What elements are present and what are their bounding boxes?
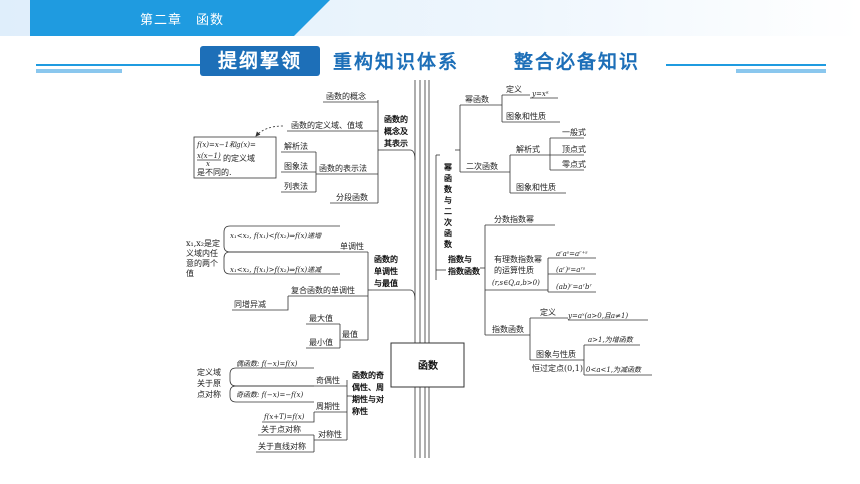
g3-period: 周期性: [316, 401, 340, 411]
decor-rule-right: [666, 64, 826, 66]
quad-form-vertex: 顶点式: [562, 144, 586, 154]
pq-label-8: 数: [444, 239, 453, 249]
g2-note-1: x₁,x₂是定: [186, 238, 220, 248]
g3-symmetry: 对称性: [318, 429, 342, 439]
g3-odd: 奇函数: f(−x)=−f(x): [236, 391, 303, 399]
chapter-tab: [30, 0, 330, 36]
quad-analytic: 解析式: [516, 144, 540, 154]
g2-max: 最大值: [309, 313, 333, 323]
section-title-2: 整合必备知识: [514, 51, 641, 73]
g2-min: 最小值: [309, 337, 333, 347]
quad-graph: 图象和性质: [516, 182, 556, 192]
left-group-monotonic: 函数的 单调性 与最值 单调性 x₁<x₂, f(x₁)<f(x₂)⇒f(x)递…: [186, 225, 416, 349]
expo-func: 指数函数: [492, 324, 524, 334]
g2-rule: 同增异减: [234, 299, 266, 309]
g2-note-3: 意的两个: [186, 258, 218, 268]
g1-note-4: 的定义域: [223, 153, 255, 163]
g2-note-2: 义域内任: [186, 248, 218, 258]
expo-rule-3: (ab)ʳ=aʳbʳ: [556, 283, 592, 291]
power-label: 幂函数: [465, 94, 489, 104]
decor-rule-left: [36, 64, 200, 66]
expo-rat-1: 有理数指数幂: [494, 254, 542, 264]
left-group-parity: 函数的奇 偶性、周 期性与对 称性 奇偶性 偶函数: f(−x)=f(x) 奇函…: [197, 360, 384, 453]
g2-dec: x₁<x₂, f(x₁)>f(x₂)⇒f(x)递减: [230, 266, 322, 274]
expo-rule-2: (aʳ)ˢ=aʳˢ: [556, 266, 586, 274]
section-badge: 提纲挈领: [200, 46, 320, 76]
g1-label-2: 概念及: [384, 126, 409, 136]
expo-label-1: 指数与: [448, 254, 472, 264]
power-graph: 图象和性质: [506, 111, 546, 121]
g1-note-box: [193, 136, 277, 179]
expo-def-formula: y=aˣ(a>0,且a≠1): [567, 312, 628, 320]
quad-form-general: 一般式: [562, 127, 586, 137]
expo-rule-1: aʳaˢ=aʳ⁺ˢ: [556, 250, 588, 258]
right-group-exponential: 指数与 指数函数 分数指数幂 有理数指数幂 的运算性质 (r,s∈Q,a,b>0…: [435, 214, 652, 376]
g2-extreme: 最值: [342, 329, 358, 339]
center-node: [390, 342, 465, 388]
g3-note-2: 关于原: [197, 378, 221, 388]
g1-method-graph: 图象法: [284, 161, 308, 171]
g2-label-1: 函数的: [374, 254, 398, 264]
expo-fixed: 恒过定点(0,1): [532, 363, 583, 373]
g3-parity: 奇偶性: [316, 375, 340, 385]
g1-label-1: 函数的: [384, 114, 408, 124]
section-title-1: 重构知识体系: [333, 51, 460, 73]
g1-item-piecewise: 分段函数: [336, 192, 368, 202]
g2-note-4: 值: [186, 268, 194, 278]
g1-item-concept: 函数的概念: [326, 91, 366, 101]
left-group-concept: 函数的 概念及 其表示 函数的概念 函数的定义域、值域 函数的表示法 分段函数 …: [193, 91, 416, 204]
g2-mono: 单调性: [340, 241, 364, 251]
g2-label-2: 单调性: [374, 266, 398, 276]
quad-form-zero: 零点式: [562, 159, 586, 169]
right-group-power-quadratic: 幂 函 数 与 二 次 函 数 幂函数 定义 y=xᵅ 图象和性质 二次函数 解…: [435, 84, 586, 255]
g1-item-domain: 函数的定义域、值域: [291, 120, 363, 130]
g2-label-3: 与最值: [374, 278, 398, 288]
g1-label-3: 其表示: [384, 138, 408, 148]
expo-rat-3: (r,s∈Q,a,b>0): [492, 279, 540, 287]
chapter-title: 第二章 函数: [140, 13, 225, 28]
g2-inc: x₁<x₂, f(x₁)<f(x₂)⇒f(x)递增: [230, 232, 322, 240]
g1-note-1: f(x)=x−1和g(x)=: [196, 141, 256, 149]
expo-graph: 图象与性质: [536, 349, 576, 359]
quad-label: 二次函数: [466, 161, 498, 171]
pq-label-7: 函: [444, 228, 452, 238]
g3-period-def: f(x+T)=f(x): [263, 413, 305, 421]
g3-label-2: 偶性、周: [352, 382, 384, 392]
decor-rule-left-accent: [36, 69, 122, 73]
g3-label-4: 称性: [352, 406, 368, 416]
pq-label-3: 数: [444, 184, 453, 194]
decor-rule-right-accent: [736, 69, 826, 73]
power-def: 定义: [506, 84, 522, 94]
expo-rat-2: 的运算性质: [494, 265, 534, 275]
g3-note-1: 定义域: [197, 367, 221, 377]
pq-label-4: 与: [444, 195, 452, 205]
g3-sym-point: 关于点对称: [261, 424, 301, 434]
center-label: 函数: [418, 359, 439, 372]
g1-item-representation: 函数的表示法: [319, 163, 367, 173]
g1-method-table: 列表法: [284, 181, 308, 191]
pq-label-6: 次: [444, 217, 452, 227]
g3-label-1: 函数的奇: [352, 370, 384, 380]
expo-label-2: 指数函数: [448, 266, 481, 276]
power-formula: y=xᵅ: [531, 90, 549, 98]
pq-label-1: 幂: [443, 163, 453, 172]
g1-method-analytic: 解析法: [284, 141, 308, 151]
g3-note-3: 点对称: [197, 389, 221, 399]
expo-def: 定义: [540, 307, 556, 317]
expo-lt1: 0<a<1,为减函数: [586, 366, 642, 374]
g2-composite: 复合函数的单调性: [291, 285, 355, 295]
g1-note-2: x(x−1): [197, 152, 221, 160]
pq-label-2: 函: [444, 173, 452, 183]
g1-note-5: 是不同的.: [197, 167, 232, 177]
expo-frac: 分数指数幂: [494, 214, 534, 224]
pq-label-5: 二: [444, 207, 452, 216]
g3-even: 偶函数: f(−x)=f(x): [236, 360, 298, 368]
g3-sym-line: 关于直线对称: [258, 441, 306, 451]
expo-gt1: a>1,为增函数: [588, 336, 634, 344]
g3-label-3: 期性与对: [352, 394, 384, 404]
g1-note-3: x: [206, 160, 210, 168]
